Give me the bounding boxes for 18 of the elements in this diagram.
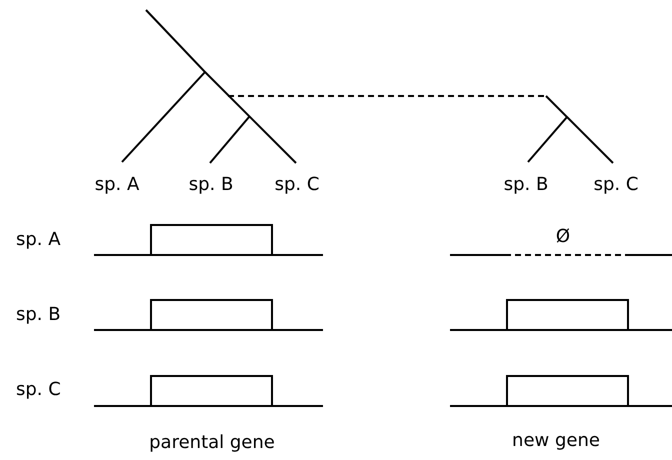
- gene-box: [506, 375, 629, 407]
- gene-box: [150, 375, 273, 407]
- species-label: sp. B: [504, 174, 548, 196]
- species-label: sp. C: [16, 379, 61, 401]
- gene-box: [506, 299, 629, 331]
- species-label: sp. C: [594, 174, 638, 196]
- species-label: sp. B: [188, 174, 234, 196]
- parental-tree-drawing: [121, 9, 298, 165]
- species-label: sp. A: [94, 174, 140, 196]
- caption: parental gene: [149, 432, 275, 454]
- caption: new gene: [512, 430, 600, 452]
- gene-box: [150, 299, 273, 331]
- species-label: sp. B: [16, 304, 61, 326]
- species-label: sp. C: [274, 174, 320, 196]
- gene-box: [150, 224, 273, 256]
- transfer-line: [228, 95, 546, 97]
- species-label: sp. A: [16, 229, 61, 251]
- empty-set-symbol: Ø: [556, 226, 570, 248]
